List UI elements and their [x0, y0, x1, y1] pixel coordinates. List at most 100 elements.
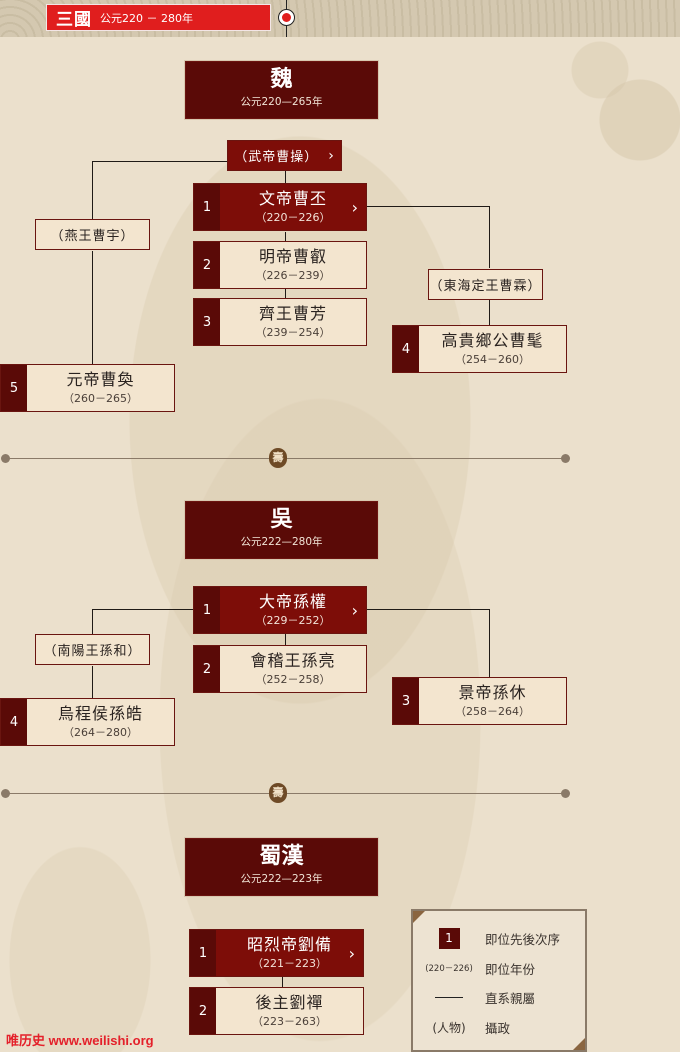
ruler-name: 文帝曹丕 — [258, 189, 327, 208]
connector-line — [92, 609, 193, 610]
legend-panel: 1 即位先後次序 (220－226) 即位年份 直系親屬 (人物) 攝政 — [411, 909, 587, 1052]
ancestor-label: （武帝曹操） — [234, 150, 319, 165]
kingdom-header-shu-han: 蜀漢 公元222—223年 — [184, 837, 379, 897]
ancestor-label: （燕王曹宇） — [50, 229, 135, 244]
ruler-order: 3 — [393, 678, 419, 724]
connector-line — [489, 300, 490, 325]
ruler-name: 明帝曹叡 — [258, 247, 327, 266]
ruler-years: （239－254） — [255, 326, 331, 339]
ruler-cao-huan[interactable]: 5 元帝曹奐 （260－265） — [0, 364, 175, 412]
connector-line — [92, 161, 227, 162]
ruler-order: 2 — [194, 242, 220, 288]
ruler-years: （220－226） — [255, 211, 331, 224]
kingdom-header-wu: 吳 公元222—280年 — [184, 500, 379, 560]
ruler-cao-mao[interactable]: 4 高貴鄉公曹髦 （254－260） — [392, 325, 567, 373]
connector-line — [285, 289, 286, 298]
legend-paren-sample: (人物) — [432, 1020, 466, 1035]
legend-order-sample: 1 — [438, 927, 460, 949]
connector-line — [285, 634, 286, 645]
ruler-name: 高貴鄉公曹髦 — [441, 331, 544, 350]
connector-line — [367, 609, 489, 610]
ruler-order: 4 — [1, 699, 27, 745]
divider-dot — [561, 789, 570, 798]
chevron-right-icon: › — [328, 147, 335, 164]
ancestor-cao-lin[interactable]: （東海定王曹霖） — [428, 269, 543, 300]
ruler-order: 1 — [194, 587, 220, 633]
connector-line — [489, 609, 490, 677]
site-watermark: 唯历史 www.weilishi.org — [6, 1033, 154, 1048]
ancestor-cao-cao[interactable]: （武帝曹操） › — [227, 140, 342, 171]
ruler-years: （223－263） — [252, 1015, 327, 1028]
ruler-liu-shan[interactable]: 2 後主劉禪 （223－263） — [189, 987, 364, 1035]
divider-dot — [561, 454, 570, 463]
legend-desc: 即位年份 — [485, 961, 536, 977]
ancestor-label: （東海定王曹霖） — [429, 279, 542, 294]
shou-emblem-icon: 壽 — [269, 783, 287, 803]
ancestor-sun-he[interactable]: （南陽王孫和） — [35, 634, 150, 665]
ruler-sun-xiu[interactable]: 3 景帝孫休 （258－264） — [392, 677, 567, 725]
connector-line — [282, 976, 283, 987]
connector-line — [367, 206, 489, 207]
kingdom-years: 公元220—265年 — [240, 96, 323, 108]
divider-dot — [1, 789, 10, 798]
ruler-order: 5 — [1, 365, 27, 411]
connector-line — [92, 666, 93, 699]
legend-corner-decor — [573, 1038, 585, 1050]
ruler-name: 元帝曹奐 — [66, 370, 135, 389]
legend-corner-decor — [413, 911, 425, 923]
kingdom-name: 魏 — [270, 67, 293, 92]
ruler-liu-bei[interactable]: 1 昭烈帝劉備 （221－223） › — [189, 929, 364, 977]
ruler-sun-quan[interactable]: 1 大帝孫權 （229－252） › — [193, 586, 367, 634]
ancestor-label: （南陽王孫和） — [43, 644, 142, 659]
connector-line — [489, 206, 490, 268]
era-name: 三國 — [56, 10, 92, 30]
ruler-years: （252－258） — [255, 673, 331, 686]
ruler-years: （229－252） — [255, 614, 331, 627]
ruler-name: 會稽王孫亮 — [250, 651, 336, 670]
ruler-order: 2 — [194, 646, 220, 692]
chevron-right-icon: › — [351, 198, 358, 217]
connector-line — [92, 161, 93, 219]
kingdom-years: 公元222—223年 — [240, 873, 323, 885]
ruler-name: 大帝孫權 — [258, 592, 327, 611]
legend-item-order: 1 即位先後次序 — [413, 926, 589, 950]
legend-desc: 攝政 — [485, 1020, 511, 1036]
divider-dot — [1, 454, 10, 463]
ruler-years: （264－280） — [63, 726, 138, 739]
kingdom-name: 吳 — [270, 507, 293, 532]
legend-item-years: (220－226) 即位年份 — [413, 956, 589, 980]
ruler-name: 景帝孫休 — [458, 683, 527, 702]
ruler-cao-fang[interactable]: 3 齊王曹芳 （239－254） — [193, 298, 367, 346]
ruler-sun-hao[interactable]: 4 烏程侯孫皓 （264－280） — [0, 698, 175, 746]
legend-line-sample — [435, 996, 463, 998]
connector-line — [285, 171, 286, 184]
ruler-order: 1 — [194, 184, 220, 230]
ruler-name: 昭烈帝劉備 — [246, 935, 332, 954]
ruler-cao-pi[interactable]: 1 文帝曹丕 （220－226） › — [193, 183, 367, 231]
legend-years-sample: (220－226) — [425, 964, 473, 974]
chevron-right-icon: › — [348, 944, 355, 963]
ruler-years: （260－265） — [63, 392, 138, 405]
connector-line — [92, 609, 93, 634]
chevron-right-icon: › — [351, 601, 358, 620]
ruler-name: 齊王曹芳 — [258, 304, 327, 323]
ruler-years: （221－223） — [252, 957, 327, 970]
kingdom-years: 公元222—280年 — [240, 536, 323, 548]
ancestor-cao-yu[interactable]: （燕王曹宇） — [35, 219, 150, 250]
ruler-order: 3 — [194, 299, 220, 345]
ruler-cao-rui[interactable]: 2 明帝曹叡 （226－239） — [193, 241, 367, 289]
kingdom-header-wei: 魏 公元220—265年 — [184, 60, 379, 120]
legend-desc: 即位先後次序 — [485, 931, 561, 947]
ruler-order: 4 — [393, 326, 419, 372]
ruler-years: （258－264） — [455, 705, 530, 718]
timeline-marker-icon[interactable] — [278, 9, 295, 26]
ruler-order: 1 — [190, 930, 216, 976]
era-badge[interactable]: 三國 公元220 － 280年 — [46, 4, 271, 31]
connector-line — [285, 232, 286, 241]
ruler-order: 2 — [190, 988, 216, 1034]
ruler-years: （254－260） — [455, 353, 530, 366]
ruler-years: （226－239） — [255, 269, 331, 282]
legend-item-lineage: 直系親屬 — [413, 985, 589, 1009]
ruler-name: 烏程侯孫皓 — [57, 704, 143, 723]
ruler-sun-liang[interactable]: 2 會稽王孫亮 （252－258） — [193, 645, 367, 693]
